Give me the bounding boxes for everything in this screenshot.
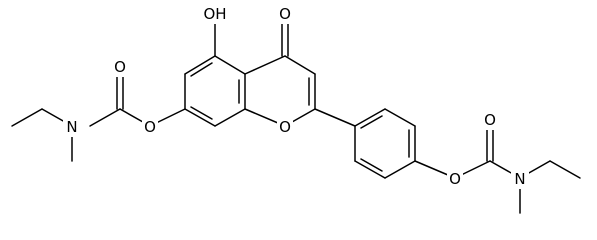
keto-oxygen-atom: O	[277, 4, 293, 24]
atom-labels: OH O O O O N O O	[63, 4, 529, 189]
nitrogen-left-label: N	[66, 118, 77, 136]
bond	[11, 108, 43, 127]
hydroxyl-atom: OH	[200, 4, 230, 24]
carbonyl-oxygen-right-label: O	[484, 111, 496, 129]
bond	[244, 55, 286, 75]
bond	[284, 55, 316, 75]
bond	[214, 108, 246, 127]
ester-oxygen-right-atom: O	[447, 169, 463, 189]
bond	[354, 108, 386, 127]
bond	[360, 158, 383, 172]
bond	[384, 160, 416, 179]
nitrogen-right-atom: N	[511, 169, 529, 189]
bond	[184, 55, 216, 75]
ester-oxygen-left-atom: O	[142, 117, 158, 137]
bond	[360, 115, 383, 129]
ester-oxygen-left-label: O	[144, 118, 156, 136]
bond	[184, 108, 216, 127]
ring-oxygen-label: O	[279, 118, 291, 136]
keto-oxygen-label: O	[279, 5, 291, 23]
hydroxyl-label: OH	[203, 5, 226, 23]
carbonyl-oxygen-left-label: O	[114, 58, 126, 76]
bond	[190, 106, 213, 120]
bond	[314, 108, 356, 127]
molecule-structure: OH O O O O N O O	[11, 4, 581, 214]
ring-oxygen-atom: O	[277, 117, 293, 137]
bond	[214, 55, 246, 75]
ester-oxygen-right-label: O	[449, 170, 461, 188]
carbonyl-oxygen-right-atom: O	[482, 110, 498, 130]
nitrogen-left-atom: N	[63, 117, 81, 137]
bond	[190, 62, 213, 77]
nitrogen-right-label: N	[514, 170, 525, 188]
bond	[549, 160, 581, 179]
carbonyl-oxygen-left-atom: O	[112, 57, 128, 77]
bond	[384, 108, 416, 127]
bond	[89, 108, 121, 127]
bond	[354, 160, 386, 179]
